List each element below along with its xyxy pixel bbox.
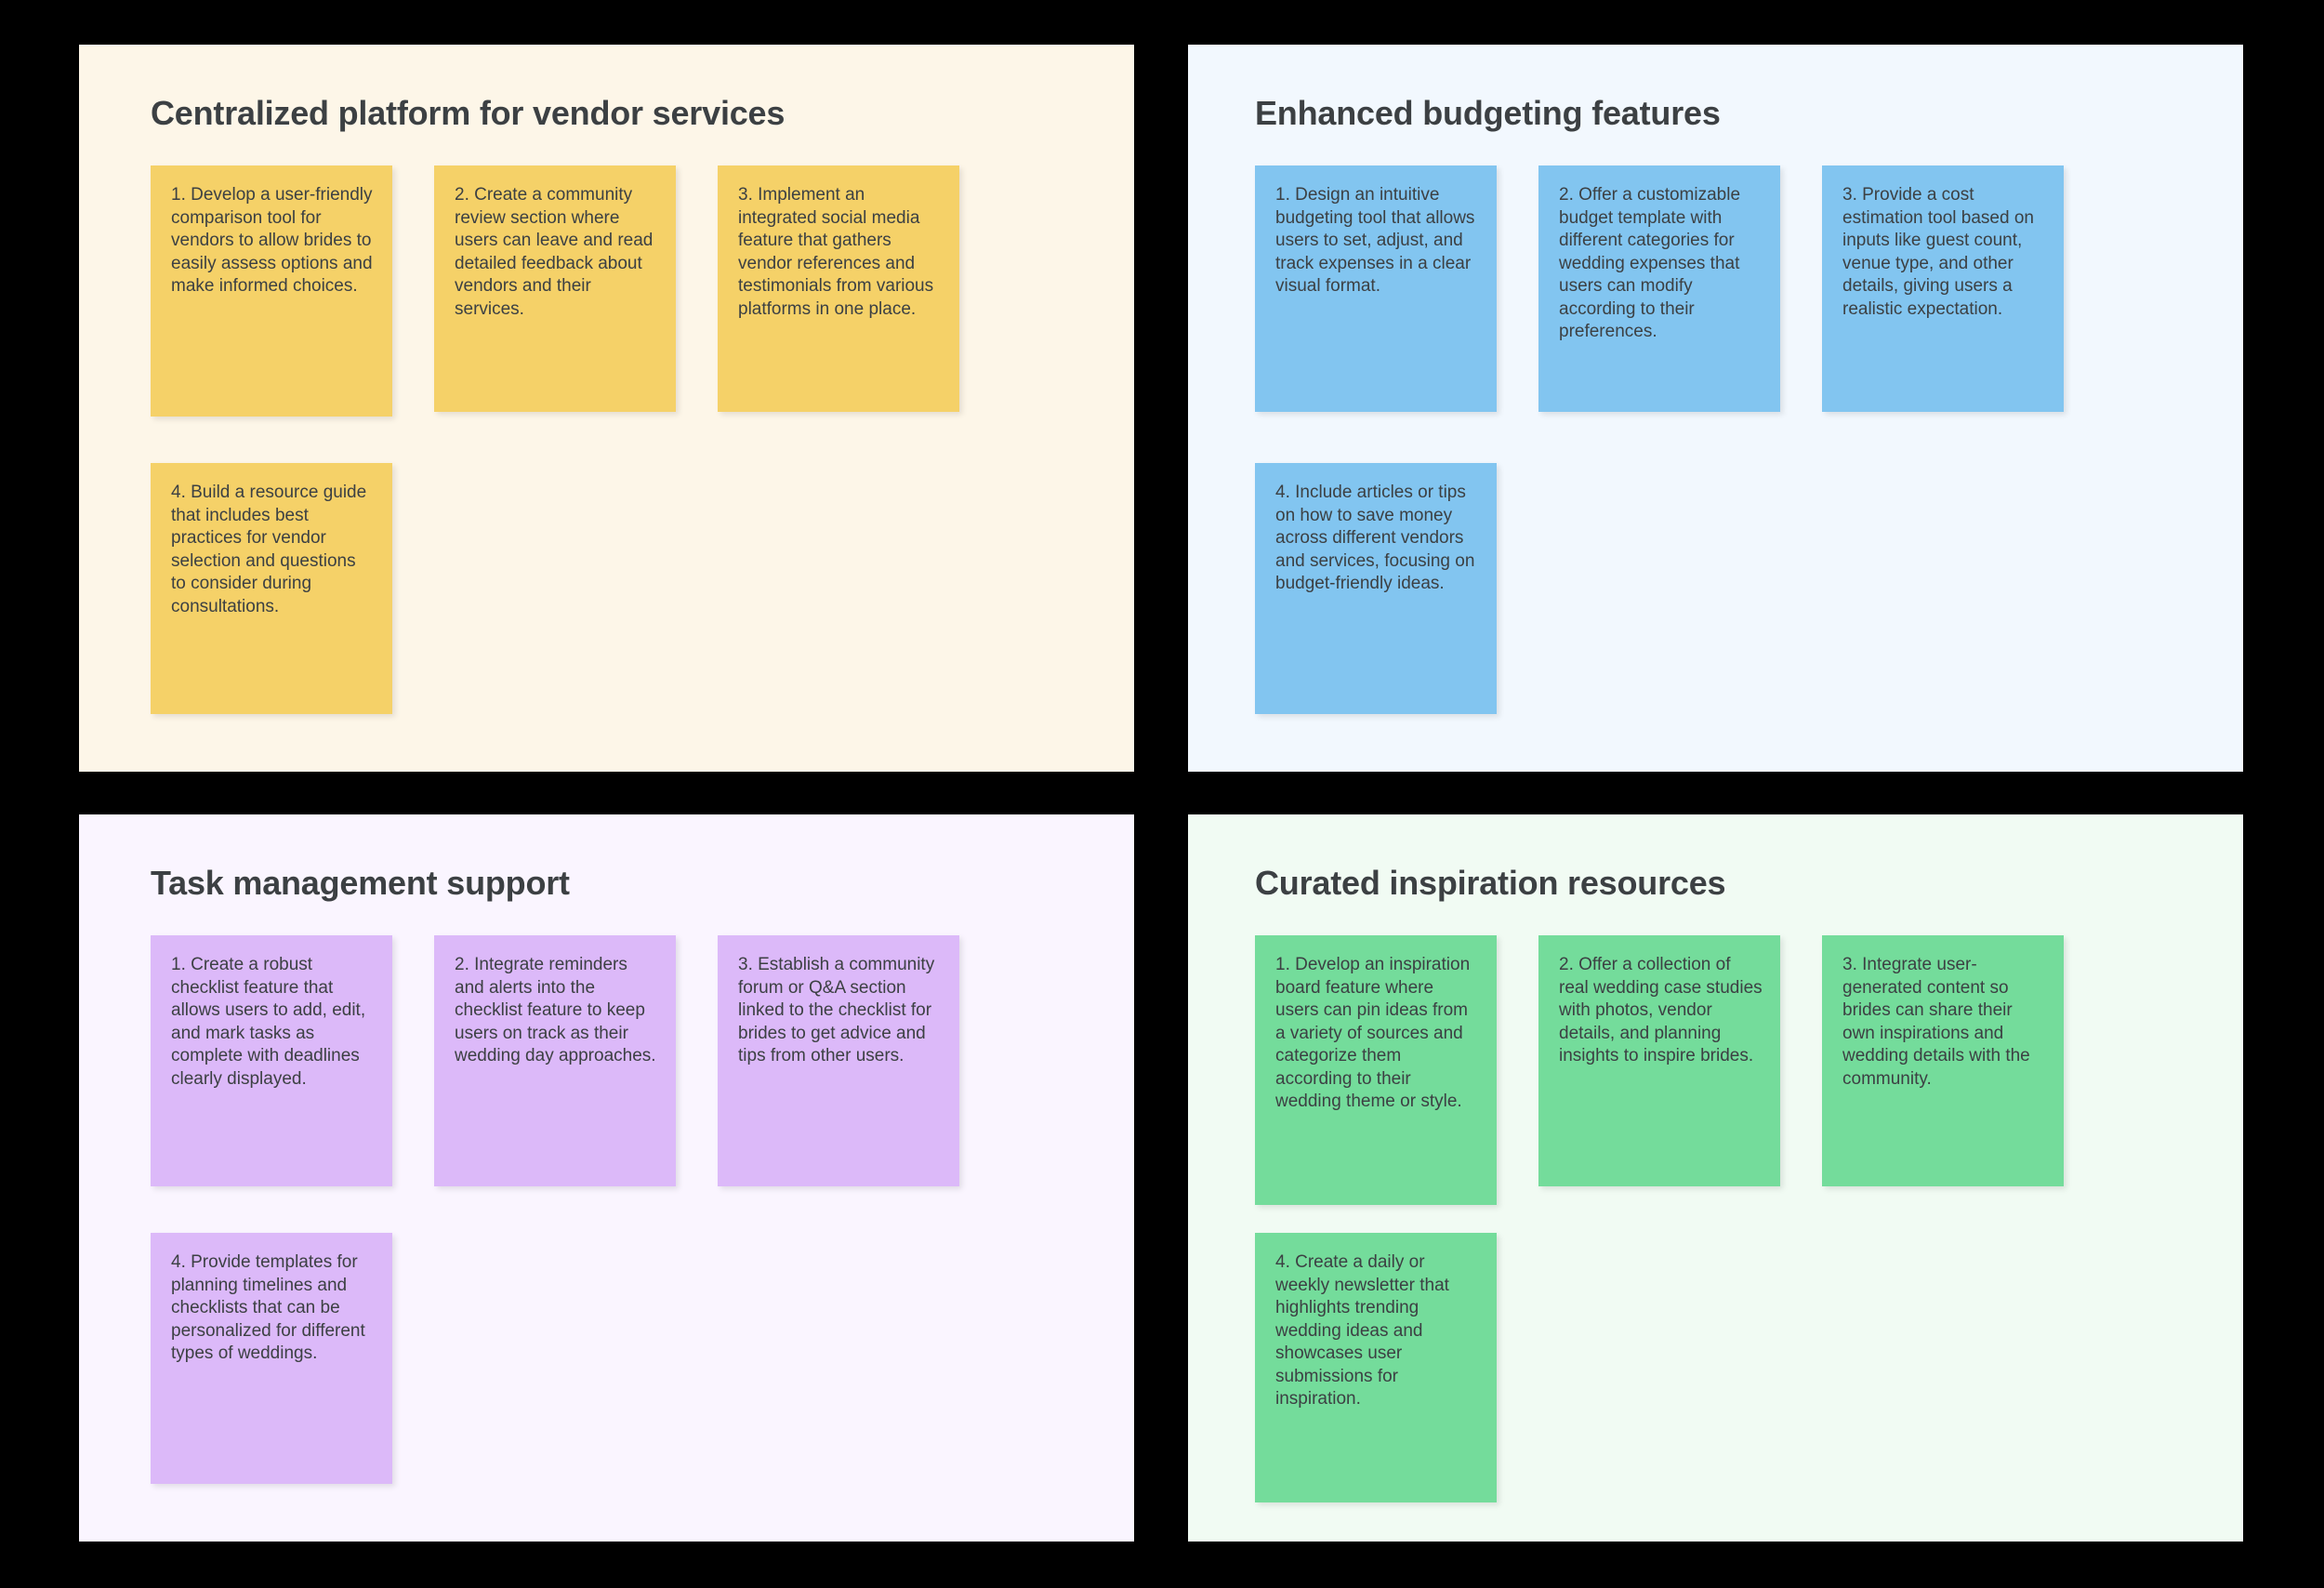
sticky-note[interactable]: 3. Integrate user-generated content so b…	[1822, 935, 2064, 1186]
panel-title-budget: Enhanced budgeting features	[1255, 94, 1721, 132]
panel-centralized-platform-for-vendor-services: Centralized platform for vendor services…	[79, 45, 1134, 772]
sticky-note[interactable]: 4. Provide templates for planning timeli…	[151, 1233, 392, 1484]
sticky-note[interactable]: 3. Establish a community forum or Q&A se…	[718, 935, 959, 1186]
panel-curated-inspiration-resources: Curated inspiration resources 1. Develop…	[1188, 814, 2243, 1542]
sticky-note[interactable]: 2. Offer a collection of real wedding ca…	[1538, 935, 1780, 1186]
panel-title-vendor: Centralized platform for vendor services	[151, 94, 786, 132]
sticky-note[interactable]: 4. Include articles or tips on how to sa…	[1255, 463, 1497, 714]
notes-area-inspiration: 1. Develop an inspiration board feature …	[1255, 935, 2243, 1542]
sticky-note[interactable]: 1. Develop an inspiration board feature …	[1255, 935, 1497, 1205]
panel-task-management-support: Task management support 1. Create a robu…	[79, 814, 1134, 1542]
sticky-note[interactable]: 1. Develop a user-friendly comparison to…	[151, 165, 392, 417]
sticky-note[interactable]: 4. Build a resource guide that includes …	[151, 463, 392, 714]
notes-area-vendor: 1. Develop a user-friendly comparison to…	[151, 165, 1134, 772]
notes-area-task: 1. Create a robust checklist feature tha…	[151, 935, 1134, 1542]
sticky-note[interactable]: 1. Design an intuitive budgeting tool th…	[1255, 165, 1497, 412]
sticky-note[interactable]: 2. Offer a customizable budget template …	[1538, 165, 1780, 412]
panel-title-task: Task management support	[151, 864, 570, 902]
panel-title-inspiration: Curated inspiration resources	[1255, 864, 1726, 902]
notes-area-budget: 1. Design an intuitive budgeting tool th…	[1255, 165, 2243, 772]
panel-enhanced-budgeting-features: Enhanced budgeting features 1. Design an…	[1188, 45, 2243, 772]
sticky-note[interactable]: 2. Create a community review section whe…	[434, 165, 676, 412]
sticky-note[interactable]: 4. Create a daily or weekly newsletter t…	[1255, 1233, 1497, 1502]
sticky-note[interactable]: 1. Create a robust checklist feature tha…	[151, 935, 392, 1186]
sticky-note[interactable]: 2. Integrate reminders and alerts into t…	[434, 935, 676, 1186]
sticky-note[interactable]: 3. Provide a cost estimation tool based …	[1822, 165, 2064, 412]
sticky-note[interactable]: 3. Implement an integrated social media …	[718, 165, 959, 412]
